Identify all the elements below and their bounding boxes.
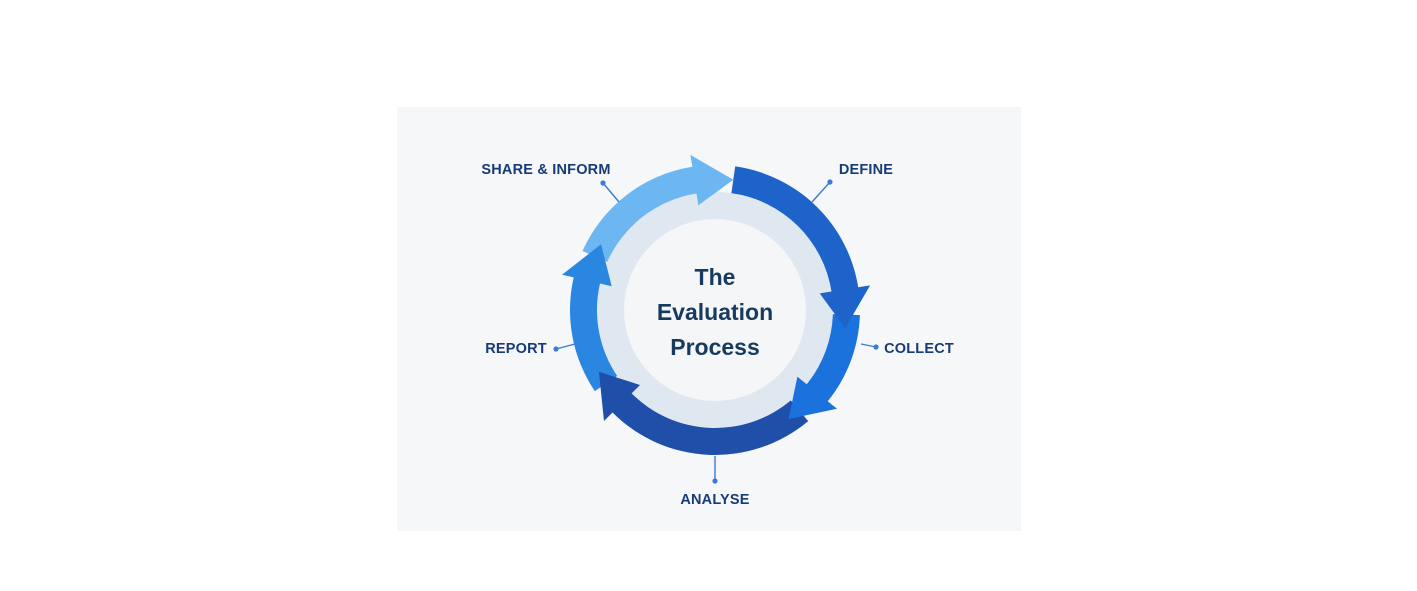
center-title-line-2: Evaluation	[657, 299, 773, 325]
arrow-define	[731, 166, 871, 329]
stage-label-analyse: ANALYSE	[680, 492, 749, 508]
stage-connectors	[553, 179, 879, 484]
arrow-share	[582, 154, 734, 262]
connector-dot-report	[553, 346, 559, 352]
stage-label-collect: COLLECT	[884, 341, 954, 357]
arrow-collect	[788, 314, 860, 419]
center-title-line-3: Process	[670, 334, 760, 360]
connector-dot-analyse	[712, 478, 718, 484]
center-title-line-1: The	[695, 264, 736, 290]
connector-dot-share	[600, 180, 606, 186]
cycle-arrows	[562, 154, 871, 455]
connector-line-share	[602, 182, 620, 203]
arrow-report	[562, 244, 618, 392]
inner-disc	[624, 219, 806, 401]
arrow-analyse	[598, 371, 809, 455]
connector-dot-collect	[873, 344, 879, 350]
connector-line-report	[555, 343, 576, 350]
stage-label-define: DEFINE	[839, 162, 894, 178]
connector-dot-define	[827, 179, 833, 185]
stage-label-share-inform: SHARE & INFORM	[481, 162, 610, 178]
stage-label-report: REPORT	[485, 341, 547, 357]
connector-line-define	[811, 181, 831, 203]
